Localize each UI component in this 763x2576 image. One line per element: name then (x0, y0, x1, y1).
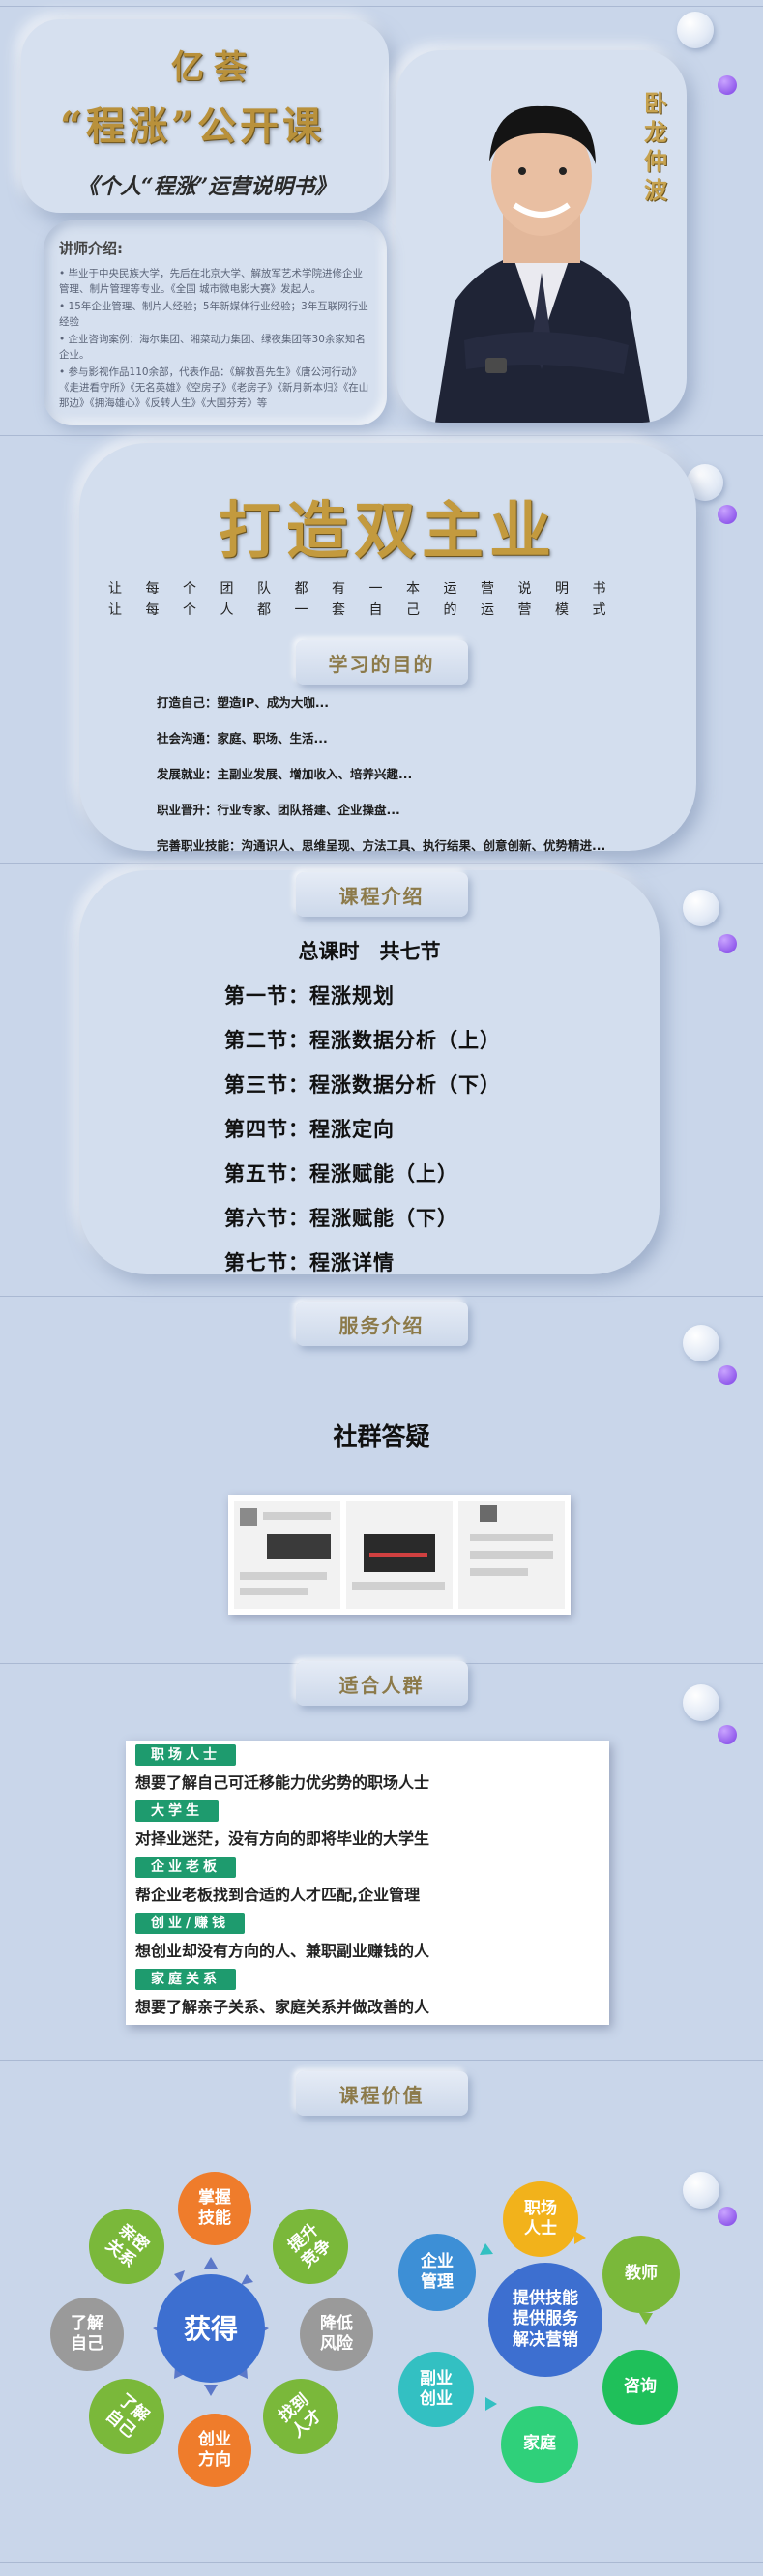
decor-dot (718, 505, 737, 524)
audience-item: 职场人士 想要了解自己可迁移能力优劣势的职场人士 (126, 1744, 609, 1793)
service-section-label: 服务介绍 (295, 1302, 468, 1346)
lesson-item: 第五节：程涨赋能（上） (224, 1162, 458, 1186)
teacher-intro-item: • 企业咨询案例：海尔集团、湘菜动力集团、绿夜集团等30余家知名企业。 (59, 334, 366, 361)
goal-item: 打造自己：塑造IP、成为大咖... (157, 695, 330, 710)
audience-desc: 帮企业老板找到合适的人才匹配,企业管理 (135, 1886, 421, 1904)
audience-tag: 职场人士 (135, 1744, 236, 1766)
page-title: “程涨”公开课 (60, 103, 326, 149)
audience-item: 家庭关系 想要了解亲子关系、家庭关系并做改善的人 (126, 1969, 609, 2017)
teacher-intro-item: • 参与影视作品110余部，代表作品：《解救吾先生》《唐公河行动》《走进看守所》… (59, 366, 369, 409)
teacher-intro-title: 讲师介绍: (59, 240, 123, 257)
audience-section-label: 适合人群 (295, 1661, 468, 1706)
cycle-item: 家庭 (501, 2406, 578, 2483)
decor-bubble (683, 1325, 719, 1361)
audience-desc: 想要了解自己可迁移能力优劣势的职场人士 (135, 1773, 430, 1792)
goal-item: 职业晋升：行业专家、团队搭建、企业操盘... (157, 803, 400, 817)
brand-text: 亿荟 (171, 48, 256, 87)
gain-item: 掌握技能 (178, 2172, 251, 2245)
dual-title: 打造双主业 (219, 496, 557, 568)
audience-item: 企业老板 帮企业老板找到合适的人才匹配,企业管理 (126, 1857, 609, 1905)
gain-center: 获得 (157, 2274, 265, 2383)
decor-bubble (683, 2172, 719, 2209)
community-screenshot (228, 1495, 571, 1615)
audience-tag: 企业老板 (135, 1857, 236, 1878)
audience-desc: 想创业却没有方向的人、兼职副业赚钱的人 (135, 1942, 430, 1960)
audience-tag: 创业/赚钱 (135, 1913, 246, 1934)
course-section-label: 课程介绍 (295, 872, 468, 917)
decor-dot (718, 1365, 737, 1385)
dual-line-1: 让每个团队都有一本运营说明书 (108, 581, 630, 597)
gain-item: 了解自己 (50, 2298, 124, 2371)
title-card: 亿荟 “程涨”公开课 《个人“程涨”运营说明书》 (21, 19, 389, 213)
audience-item: 创业/赚钱 想创业却没有方向的人、兼职副业赚钱的人 (126, 1913, 609, 1961)
audience-panel: 职场人士 想要了解自己可迁移能力优劣势的职场人士 大学生 对择业迷茫，没有方向的… (126, 1741, 609, 2025)
decor-bubble (677, 12, 714, 48)
decor-dot (718, 2207, 737, 2226)
teacher-name: 卧龙仲波 (644, 89, 667, 204)
goal-section-label: 学习的目的 (295, 640, 468, 685)
cycle-item: 咨询 (602, 2350, 678, 2425)
audience-desc: 对择业迷茫，没有方向的即将毕业的大学生 (135, 1830, 430, 1848)
cycle-center: 提供技能 提供服务 解决营销 (488, 2263, 602, 2377)
lesson-item: 第七节：程涨详情 (224, 1251, 395, 1274)
lesson-list: 第一节：程涨规划 第二节：程涨数据分析（上） 第三节：程涨数据分析（下） 第四节… (224, 981, 501, 1292)
audience-tag: 家庭关系 (135, 1969, 236, 1990)
goal-item: 发展就业：主副业发展、增加收入、培养兴趣... (157, 767, 413, 781)
goals-list: 打造自己：塑造IP、成为大咖... 社会沟通：家庭、职场、生活... 发展就业：… (157, 692, 605, 871)
goal-item: 完善职业技能：沟通识人、思维呈现、方法工具、执行结果、创意创新、优势精进... (157, 838, 606, 853)
cycle-item: 副业创业 (398, 2352, 474, 2427)
lesson-item: 第四节：程涨定向 (224, 1118, 395, 1141)
teacher-portrait (435, 105, 650, 423)
value-section-label: 课程价值 (295, 2071, 468, 2116)
course-total: 总课时 共七节 (298, 940, 441, 963)
cycle-item: 教师 (602, 2236, 680, 2313)
decor-dot (718, 934, 737, 953)
teacher-photo-card: 卧龙仲波 (396, 50, 687, 423)
teacher-intro-item: • 毕业于中央民族大学，先后在北京大学、解放军艺术学院进修企业管理、制片管理等专… (59, 268, 364, 295)
lesson-item: 第六节：程涨赋能（下） (224, 1207, 458, 1230)
service-title: 社群答疑 (333, 1422, 430, 1450)
course-card: 总课时 共七节 第一节：程涨规划 第二节：程涨数据分析（上） 第三节：程涨数据分… (79, 870, 660, 1274)
audience-item: 大学生 对择业迷茫，没有方向的即将毕业的大学生 (126, 1800, 609, 1849)
lesson-item: 第二节：程涨数据分析（上） (224, 1029, 501, 1052)
dual-line-2: 让每个人都一套自己的运营模式 (108, 602, 630, 618)
cycle-item: 企业管理 (398, 2234, 476, 2311)
teacher-intro-item: • 15年企业管理、制片人经验；5年新媒体行业经验；3年互联网行业经验 (59, 301, 368, 328)
lesson-item: 第三节：程涨数据分析（下） (224, 1073, 501, 1097)
audience-desc: 想要了解亲子关系、家庭关系并做改善的人 (135, 1998, 430, 2016)
decor-dot (718, 1725, 737, 1744)
gain-item: 降低风险 (300, 2298, 373, 2371)
decor-dot (718, 75, 737, 95)
decor-bubble (683, 890, 719, 926)
goal-item: 社会沟通：家庭、职场、生活... (157, 731, 328, 746)
teacher-intro-card: 讲师介绍: • 毕业于中央民族大学，先后在北京大学、解放军艺术学院进修企业管理、… (44, 220, 387, 425)
lesson-item: 第一节：程涨规划 (224, 984, 395, 1008)
decor-bubble (683, 1684, 719, 1721)
cycle-item: 职场人士 (503, 2181, 578, 2257)
audience-tag: 大学生 (135, 1800, 219, 1822)
gain-item: 创业方向 (178, 2414, 251, 2487)
page-subtitle: 《个人“程涨”运营说明书》 (77, 174, 337, 199)
